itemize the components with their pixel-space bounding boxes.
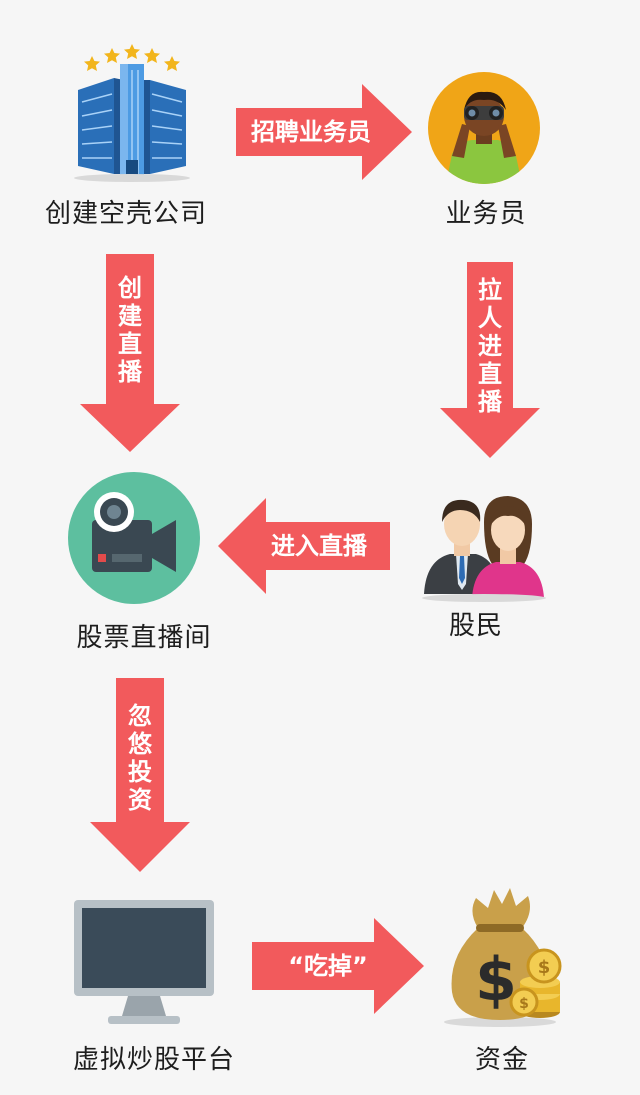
video-camera-icon [68,472,200,604]
arrow-create-stream [80,254,180,452]
arrow-fool-invest-text: 忽 悠 投 资 [128,702,152,814]
arrow-eat-text: “吃掉” [288,952,368,980]
node-label-funds: 资金 [474,1045,529,1075]
arrow-fool-invest [90,678,190,872]
node-label-studio: 股票直播间 [76,623,212,653]
node-label-company: 创建空壳公司 [44,199,207,229]
arrow-enter-stream-text: 进入直播 [271,532,367,560]
couple-people-icon [420,490,550,602]
computer-monitor-icon [74,900,214,1028]
arrow-eat [252,918,424,1014]
arrow-recruit-text: 招聘业务员 [251,118,371,146]
person-binoculars-icon [428,72,540,184]
node-label-salesman: 业务员 [445,199,527,229]
arrow-enter-stream [218,498,390,594]
arrow-create-stream-text: 创 建 直 播 [118,274,142,386]
arrow-pull-people-text: 拉 人 进 直 播 [478,276,502,416]
money-bag-icon: $ $ $ [444,882,564,1028]
arrow-pull-people [440,262,540,458]
svg-text:$: $ [538,957,551,978]
arrow-recruit [236,84,412,180]
node-label-platform: 虚拟炒股平台 [72,1045,235,1075]
svg-text:$: $ [519,996,529,1012]
office-building-icon [68,40,196,182]
node-label-investors: 股民 [448,611,503,641]
